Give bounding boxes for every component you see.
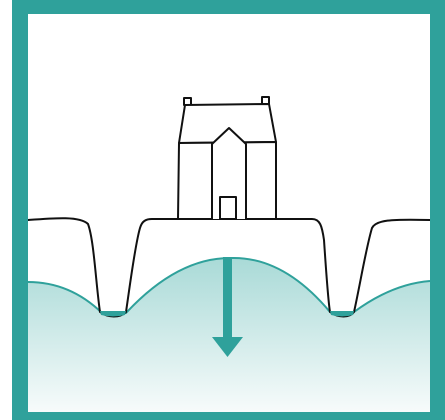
house-icon xyxy=(178,97,276,219)
house-door xyxy=(220,197,236,219)
right-chimney xyxy=(262,97,269,104)
frame-top-tab xyxy=(222,0,238,10)
